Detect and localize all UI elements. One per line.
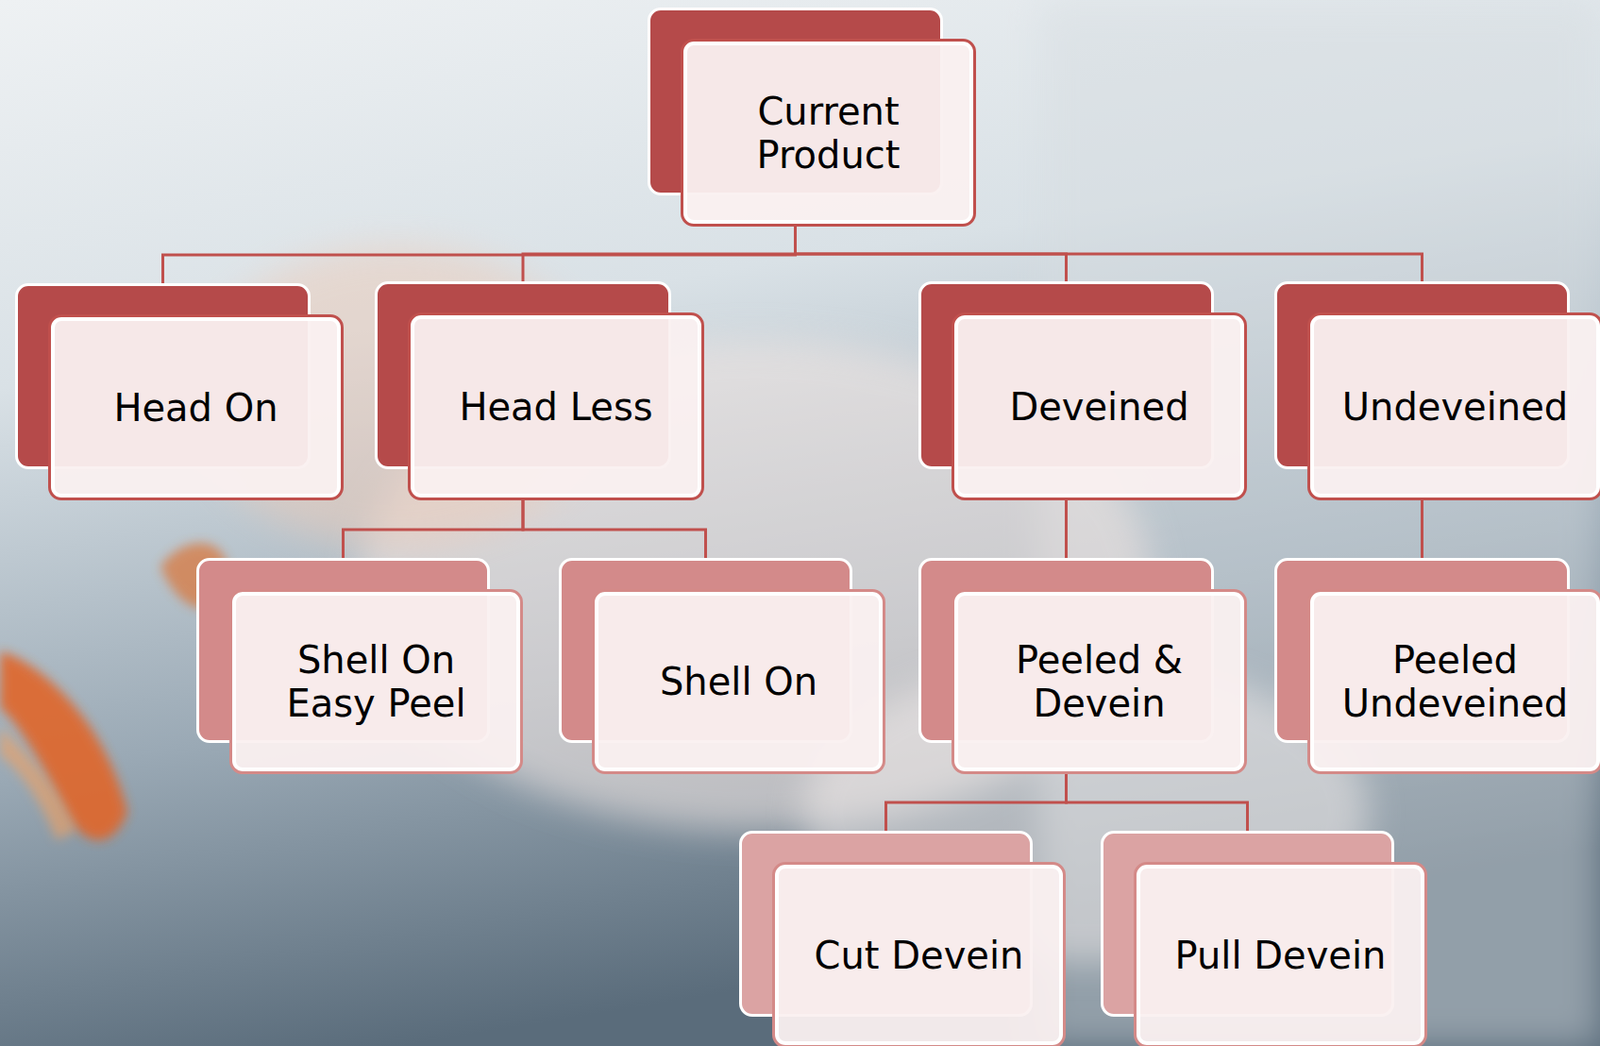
process-box: Deveined bbox=[951, 312, 1247, 501]
process-box: Head On bbox=[48, 314, 344, 501]
box-label: Shell On Easy Peel bbox=[255, 638, 497, 725]
box-label: Peeled Undeveined bbox=[1334, 638, 1576, 725]
tree-connector bbox=[163, 226, 796, 284]
process-box: Shell On Easy Peel bbox=[229, 589, 523, 775]
box-label: Undeveined bbox=[1342, 385, 1568, 429]
process-box: Pull Devein bbox=[1133, 861, 1428, 1046]
box-label: Peeled & Devein bbox=[978, 638, 1220, 725]
tree-connector bbox=[795, 226, 1423, 282]
process-box: Peeled Undeveined bbox=[1307, 589, 1600, 775]
tree-connector bbox=[343, 500, 524, 558]
box-label: Current Product bbox=[707, 89, 949, 177]
box-label: Shell On bbox=[659, 659, 818, 704]
shrimp-tail-highlight bbox=[0, 726, 76, 841]
box-label: Cut Devein bbox=[814, 933, 1025, 977]
box-label: Head Less bbox=[458, 385, 653, 429]
box-label: Deveined bbox=[1009, 385, 1189, 429]
tree-connector bbox=[1420, 500, 1424, 558]
tree-connector bbox=[522, 226, 796, 282]
tree-connector bbox=[1066, 774, 1248, 831]
process-box: Cut Devein bbox=[772, 861, 1066, 1046]
tree-connector bbox=[522, 500, 707, 558]
box-label: Pull Devein bbox=[1175, 933, 1387, 977]
shrimp-tail bbox=[0, 651, 128, 841]
box-label: Head On bbox=[113, 386, 278, 430]
process-box: Head Less bbox=[407, 312, 705, 501]
tree-connector bbox=[886, 774, 1067, 831]
tree-connector bbox=[1064, 500, 1068, 558]
process-box: Current Product bbox=[680, 38, 977, 227]
process-box: Shell On bbox=[591, 589, 886, 775]
process-box: Peeled & Devein bbox=[951, 589, 1247, 775]
process-box: Undeveined bbox=[1307, 312, 1600, 501]
